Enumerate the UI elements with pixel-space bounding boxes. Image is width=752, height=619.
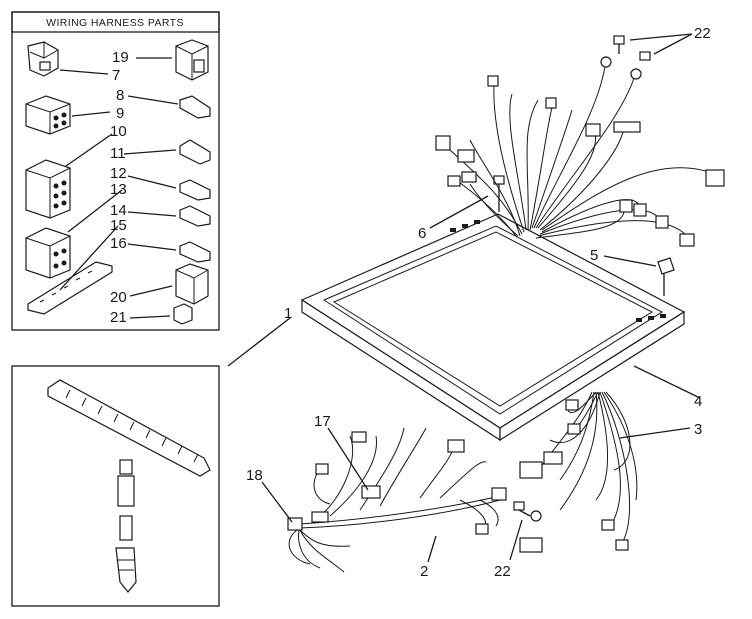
lower-left-harness-connectors bbox=[287, 431, 507, 535]
connector-part-19 bbox=[175, 39, 209, 81]
callout-17: 17 bbox=[314, 413, 331, 430]
callout-3: 3 bbox=[694, 421, 702, 438]
callout-1: 1 bbox=[284, 305, 292, 322]
callout-8: 8 bbox=[116, 87, 124, 104]
connector-part-20 bbox=[175, 263, 209, 305]
callout-5: 5 bbox=[590, 247, 598, 264]
panel-title: WIRING HARNESS PARTS bbox=[46, 17, 184, 29]
panel-leader-lines bbox=[59, 57, 179, 319]
wiring-harness-parts-panel: WIRING HARNESS PARTS bbox=[11, 11, 220, 331]
connector-block-part-10 bbox=[25, 159, 71, 219]
callout-2: 2 bbox=[420, 563, 428, 580]
callout-22-top: 22 bbox=[694, 25, 711, 42]
terminal-part-11 bbox=[179, 139, 211, 165]
callout-13: 13 bbox=[110, 181, 127, 198]
clip-part-5 bbox=[657, 257, 675, 296]
callout-10: 10 bbox=[110, 123, 127, 140]
lower-left-harness-part-2 bbox=[288, 427, 501, 573]
callout-14: 14 bbox=[110, 202, 127, 219]
callout-19: 19 bbox=[112, 49, 129, 66]
connector-part-7 bbox=[27, 41, 59, 77]
callout-18: 18 bbox=[246, 467, 263, 484]
repair-kit-box bbox=[11, 365, 220, 607]
callout-12: 12 bbox=[110, 165, 127, 182]
callout-11: 11 bbox=[110, 145, 126, 162]
callout-9: 9 bbox=[116, 105, 124, 122]
callout-7: 7 bbox=[112, 67, 120, 84]
connector-block-part-13 bbox=[25, 227, 71, 279]
lower-wiring-harness-part-3 bbox=[539, 391, 638, 547]
top-frame-part-4 bbox=[300, 213, 686, 442]
screw-part-22-bottom bbox=[513, 501, 542, 522]
callout-20: 20 bbox=[110, 289, 127, 306]
lower-harness-connectors bbox=[519, 399, 629, 553]
upper-harness-connectors bbox=[435, 75, 725, 247]
terminal-part-16 bbox=[179, 241, 211, 263]
upper-wiring-harness bbox=[445, 59, 721, 241]
callout-4: 4 bbox=[694, 393, 702, 410]
connector-block-part-9 bbox=[25, 95, 71, 135]
terminal-part-14 bbox=[179, 205, 211, 227]
callout-15: 15 bbox=[110, 217, 127, 234]
callout-21: 21 bbox=[110, 309, 127, 326]
screws-part-22-top bbox=[600, 35, 651, 80]
callout-6: 6 bbox=[418, 225, 426, 242]
terminal-strip-part-15 bbox=[27, 261, 113, 315]
terminal-part-8 bbox=[179, 95, 211, 119]
connector-part-21 bbox=[173, 303, 193, 325]
terminal-part-12 bbox=[179, 179, 211, 201]
callout-16: 16 bbox=[110, 235, 127, 252]
callout-22-bottom: 22 bbox=[494, 563, 511, 580]
